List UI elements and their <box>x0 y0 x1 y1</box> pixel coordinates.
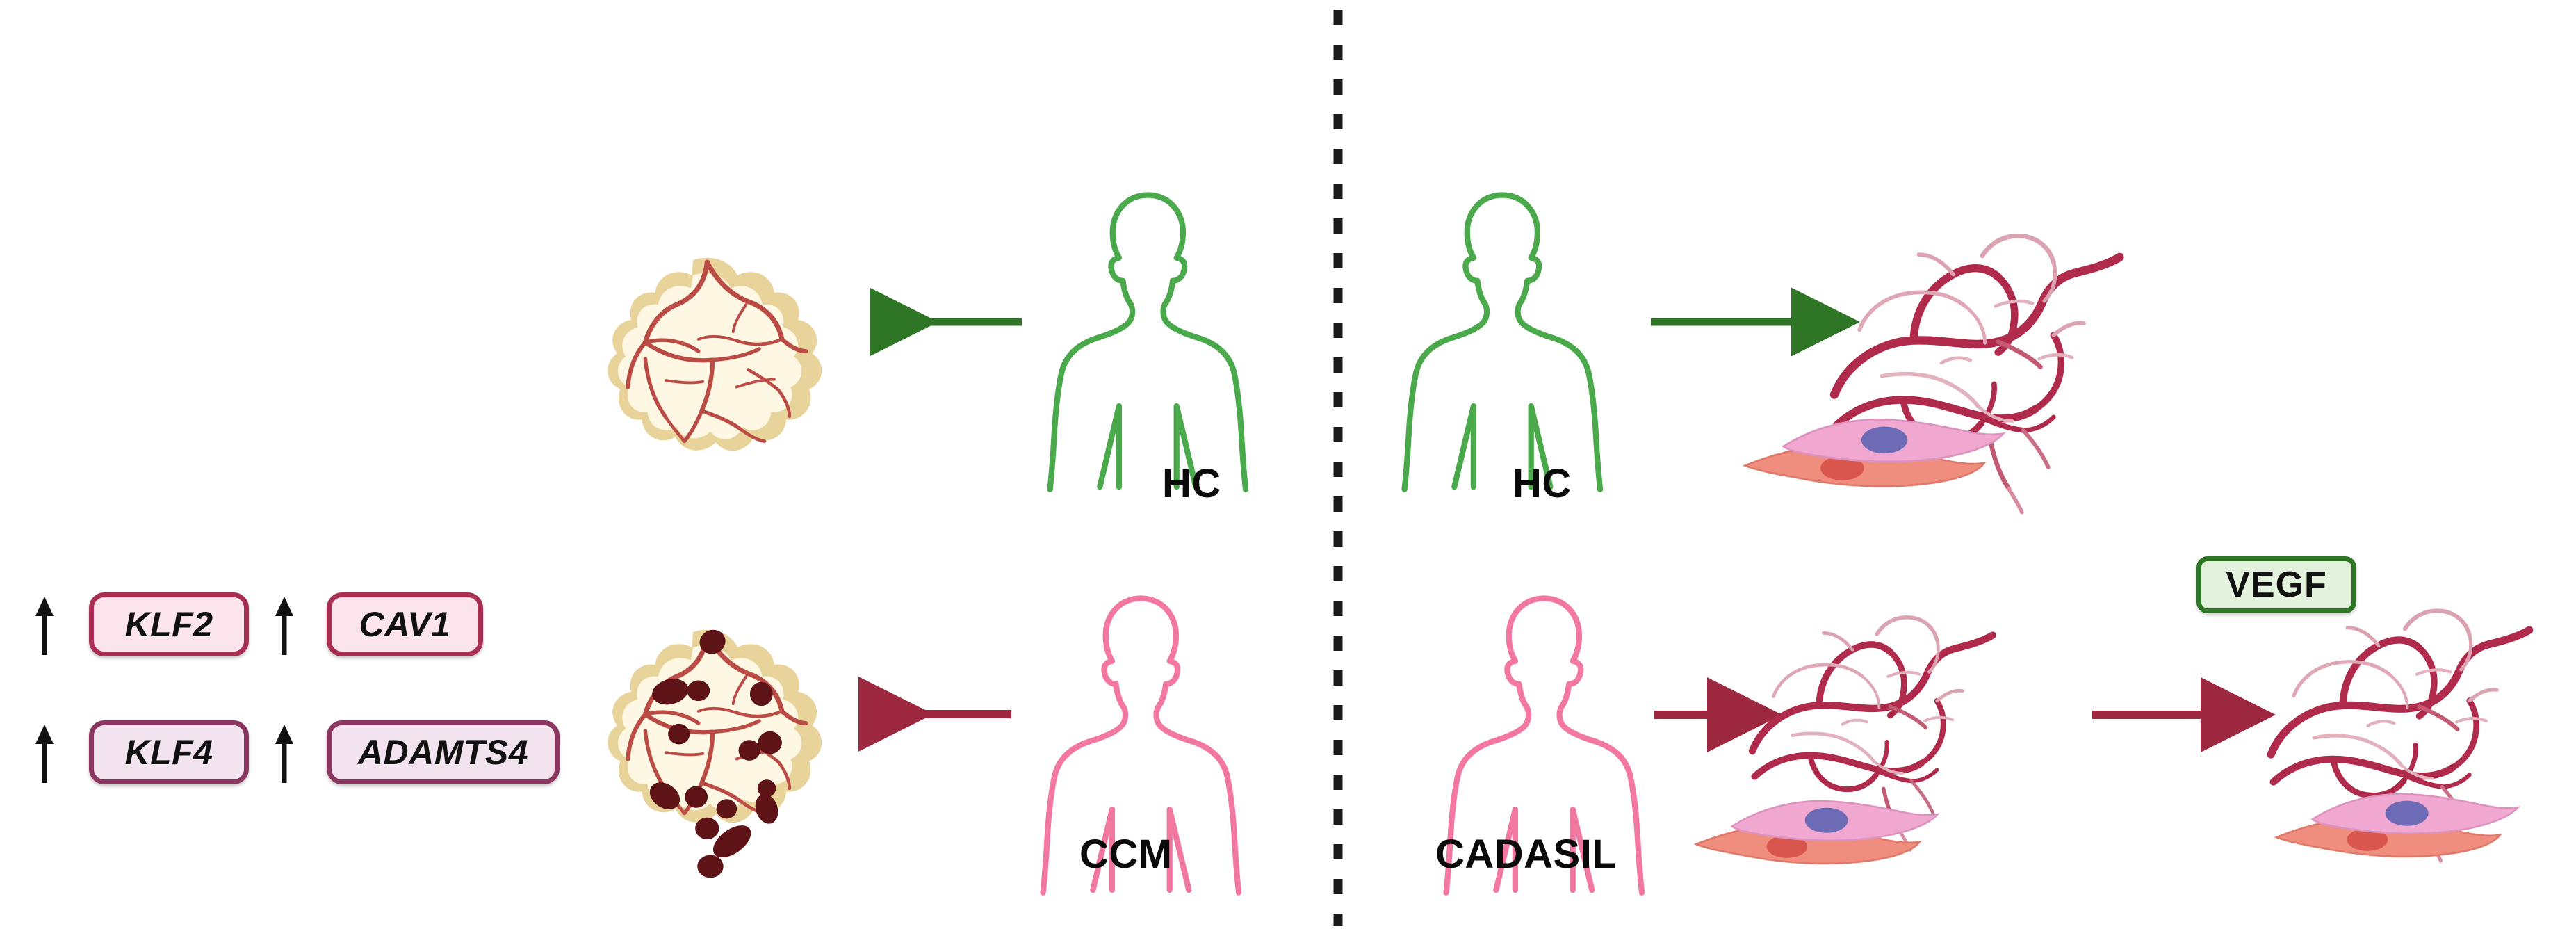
label-hc-brain-row: HC <box>1162 461 1221 506</box>
vessel-network-cadasil <box>1752 617 1993 850</box>
gene-label-cav1: CAV1 <box>359 605 451 644</box>
up-arrow-cav1 <box>275 597 293 655</box>
gene-box-klf2[interactable]: KLF2 <box>89 592 249 656</box>
gene-box-cav1[interactable]: CAV1 <box>327 592 483 656</box>
label-hc-vessel-row: HC <box>1513 461 1572 506</box>
vessel-network-cadasil-vegf <box>2271 610 2529 861</box>
gene-label-klf2: KLF2 <box>124 605 213 644</box>
ccm-lesion-brain <box>608 626 822 878</box>
up-arrow-adamts4 <box>275 725 293 783</box>
gene-box-klf4[interactable]: KLF4 <box>89 720 249 784</box>
label-ccm-brain-row: CCM <box>1079 832 1173 877</box>
healthy-brain <box>608 258 822 451</box>
person-figure-hc-right <box>1405 195 1601 490</box>
vegf-label: VEGF <box>2226 565 2327 605</box>
label-cadasil-vessel-row: CADASIL <box>1435 832 1617 877</box>
vegf-treatment-box[interactable]: VEGF <box>2196 556 2356 613</box>
endothelial-cell-pair-hc <box>1744 418 2005 487</box>
up-arrow-klf2 <box>35 597 54 655</box>
endothelial-cell-pair-cadasil <box>1695 800 1939 865</box>
gene-label-adamts4: ADAMTS4 <box>357 733 529 772</box>
person-figure-hc-left <box>1050 195 1246 490</box>
gene-label-klf4: KLF4 <box>124 733 213 772</box>
gene-box-adamts4[interactable]: ADAMTS4 <box>327 720 560 784</box>
up-arrow-klf4 <box>35 725 54 783</box>
endothelial-cell-pair-cadasil-vegf <box>2275 793 2519 858</box>
vessel-network-hc <box>1834 236 2119 512</box>
